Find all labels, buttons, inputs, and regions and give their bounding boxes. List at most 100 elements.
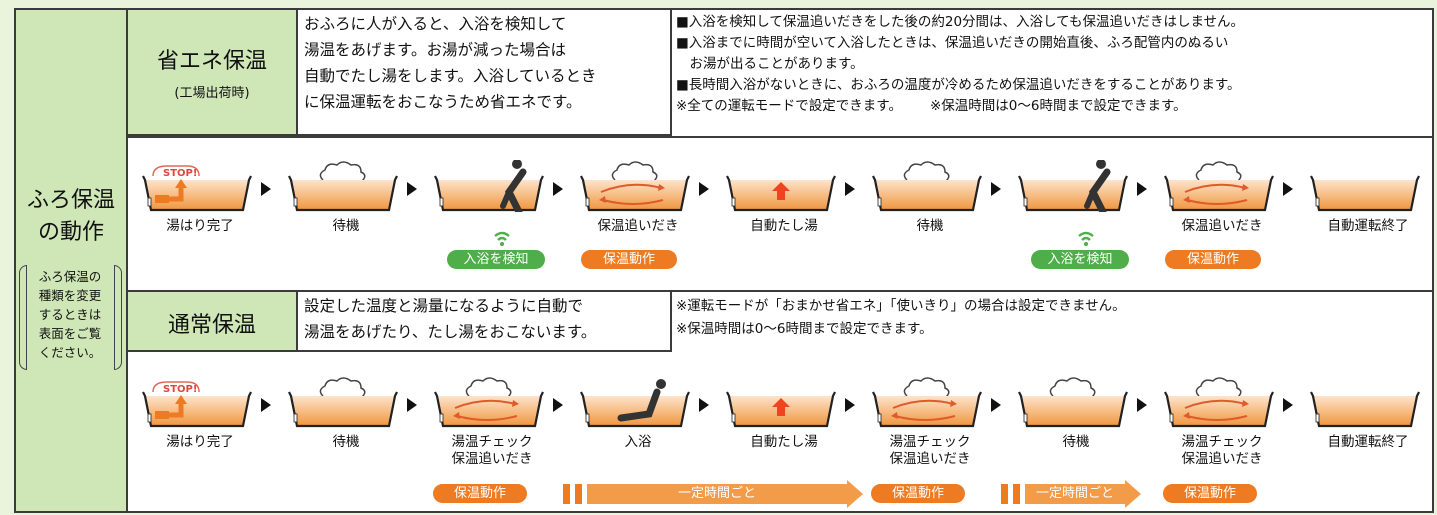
eco-mode-sub: (工場出荷時) (174, 86, 250, 101)
step-label: 入浴 (624, 434, 652, 450)
flow-arrow (1283, 398, 1293, 412)
section-title-line1: ふろ保温 (26, 188, 115, 213)
flow-step: 湯温チェック保温追いだき (863, 368, 1003, 498)
flow-step: 湯温チェック保温追いだき (425, 368, 565, 498)
note-line: 種類を変更 (38, 288, 102, 303)
stop-tub-icon: STOP! (141, 376, 253, 428)
eco-notes: ■入浴を検知して保温追いだきをした後の約20分間は、入浴しても保温追いだきはしま… (676, 12, 1436, 117)
reheat-tub-icon (871, 376, 983, 428)
interval-marker (1001, 484, 1027, 504)
bathing-person-icon (579, 376, 691, 428)
flow-arrow (991, 398, 1001, 412)
eco-mode-cell: 省エネ保温 (工場出荷時) (128, 10, 298, 136)
eco-footnote-1: ※全ての運転モードで設定できます。 (676, 98, 902, 114)
step-label: 湯はり完了 (166, 434, 234, 450)
svg-text:STOP!: STOP! (163, 168, 197, 179)
empty-tub-icon (1309, 160, 1421, 212)
step-label: 湯温チェック (1181, 434, 1263, 450)
step-label: 湯温チェック (889, 434, 971, 450)
change-type-note: ふろ保温の 種類を変更 するときは 表面をご覧 ください。 (22, 267, 118, 362)
eco-description: おふろに人が入ると、入浴を検知して 湯温をあげます。お湯が減った場合は 自動でた… (298, 10, 672, 136)
detect-bath-badge: 入浴を検知 (1031, 250, 1129, 269)
normal-mode-name: 通常保温 (167, 313, 256, 338)
person-entering-icon (1017, 159, 1129, 216)
note-line: ください。 (38, 345, 102, 360)
flow-step: 自動運転終了 (1301, 152, 1437, 282)
flow-step: 待機 (863, 152, 1003, 282)
eco-mode-name: 省エネ保温 (156, 49, 267, 74)
divider (128, 136, 1434, 138)
normal-note: ※運転モードが「おまかせ省エネ」「使いきり」の場合は設定できません。 (676, 298, 1126, 314)
step-label: 待機 (332, 434, 360, 450)
left-column: ふろ保温 の動作 ふろ保温の 種類を変更 するときは 表面をご覧 ください。 (16, 10, 128, 511)
detect-bath-badge: 入浴を検知 (447, 250, 545, 269)
normal-desc-line: 設定した温度と湯量になるように自動で (304, 297, 584, 315)
divider (128, 290, 1434, 292)
note-line: するときは (38, 307, 102, 322)
keep-warm-badge: 保温動作 (871, 484, 965, 503)
step-label: 待機 (1062, 434, 1090, 450)
eco-note: ■長時間入浴がないときに、おふろの温度が冷めるため保温追いだきをすることがありま… (676, 77, 1241, 93)
step-label: 湯温チェック (451, 434, 533, 450)
eco-footnotes: ※全ての運転モードで設定できます。※保温時間は0〜6時間まで設定できます。 (676, 96, 1436, 117)
flow-arrow (261, 182, 271, 196)
svg-text:STOP!: STOP! (163, 384, 197, 395)
flow-step: 自動たし湯 (717, 152, 857, 282)
keep-warm-badge: 保温動作 (433, 484, 527, 503)
section-title: ふろ保温 の動作 (16, 185, 126, 249)
normal-mode-cell: 通常保温 (128, 292, 298, 352)
flow-arrow (699, 182, 709, 196)
bath-keepwarm-panel: ふろ保温 の動作 ふろ保温の 種類を変更 するときは 表面をご覧 ください。 省… (14, 8, 1434, 513)
flow-step: 保温追いだき (571, 152, 711, 282)
eco-note: ■入浴を検知して保温追いだきをした後の約20分間は、入浴しても保温追いだきはしま… (676, 14, 1245, 30)
eco-desc-line: に保温運転をおこなうため省エネです。 (304, 93, 582, 111)
normal-description: 設定した温度と湯量になるように自動で 湯温をあげたり、たし湯をおこないます。 (298, 292, 672, 352)
step-label: 自動たし湯 (750, 218, 818, 234)
flow-step (1009, 152, 1149, 282)
step-label: 保温追いだき (597, 218, 679, 234)
empty-tub-icon (1309, 376, 1421, 428)
stop-tub-icon: STOP! (141, 160, 253, 212)
normal-flow: STOP!湯はり完了 待機 湯温チェック保温追いだき 入浴 自動たし湯 湯温チェ… (128, 354, 1434, 511)
note-line: ふろ保温の (38, 269, 102, 284)
step-label: 自動運転終了 (1327, 434, 1409, 450)
flow-step: 入浴 (571, 368, 711, 498)
flow-arrow (1137, 182, 1147, 196)
flow-step: STOP! 湯はり完了 (133, 368, 273, 498)
interval-band: 一定時間ごと (1025, 484, 1125, 504)
interval-arrow-tip (847, 480, 863, 508)
flow-arrow (261, 398, 271, 412)
flow-arrow (1283, 182, 1293, 196)
keep-warm-badge: 保温動作 (1165, 250, 1261, 269)
flow-arrow (407, 182, 417, 196)
flow-step: STOP!湯はり完了 (133, 152, 273, 282)
flow-arrow (699, 398, 709, 412)
reheat-tub-icon (579, 160, 691, 212)
flow-step: 待機 (279, 368, 419, 498)
eco-desc-line: おふろに人が入ると、入浴を検知して (304, 15, 567, 33)
normal-notes: ※運転モードが「おまかせ省エネ」「使いきり」の場合は設定できません。 ※保温時間… (676, 295, 1436, 341)
flow-step: 自動たし湯 (717, 368, 857, 498)
reheat-tub-icon (1163, 376, 1275, 428)
steam-tub-icon (871, 160, 983, 212)
detect-signal-icon (493, 230, 511, 246)
section-title-line2: の動作 (37, 220, 104, 245)
step-label: 待機 (916, 218, 944, 234)
person-entering-icon (433, 159, 545, 216)
add-water-tub-icon (725, 376, 837, 428)
steam-tub-icon (287, 376, 399, 428)
step-label: 自動運転終了 (1327, 218, 1409, 234)
flow-step (425, 152, 565, 282)
step-label: 自動たし湯 (750, 434, 818, 450)
normal-desc-line: 湯温をあげたり、たし湯をおこないます。 (304, 323, 597, 341)
eco-desc-line: 湯温をあげます。お湯が減った場合は (304, 41, 566, 59)
step-label: 待機 (332, 218, 360, 234)
flow-arrow (845, 398, 855, 412)
reheat-tub-icon (433, 376, 545, 428)
flow-step: 湯温チェック保温追いだき (1155, 368, 1295, 498)
flow-step: 保温追いだき (1155, 152, 1295, 282)
keep-warm-badge: 保温動作 (581, 250, 677, 269)
steam-tub-icon (1017, 376, 1129, 428)
step-label: 保温追いだき (451, 451, 533, 467)
